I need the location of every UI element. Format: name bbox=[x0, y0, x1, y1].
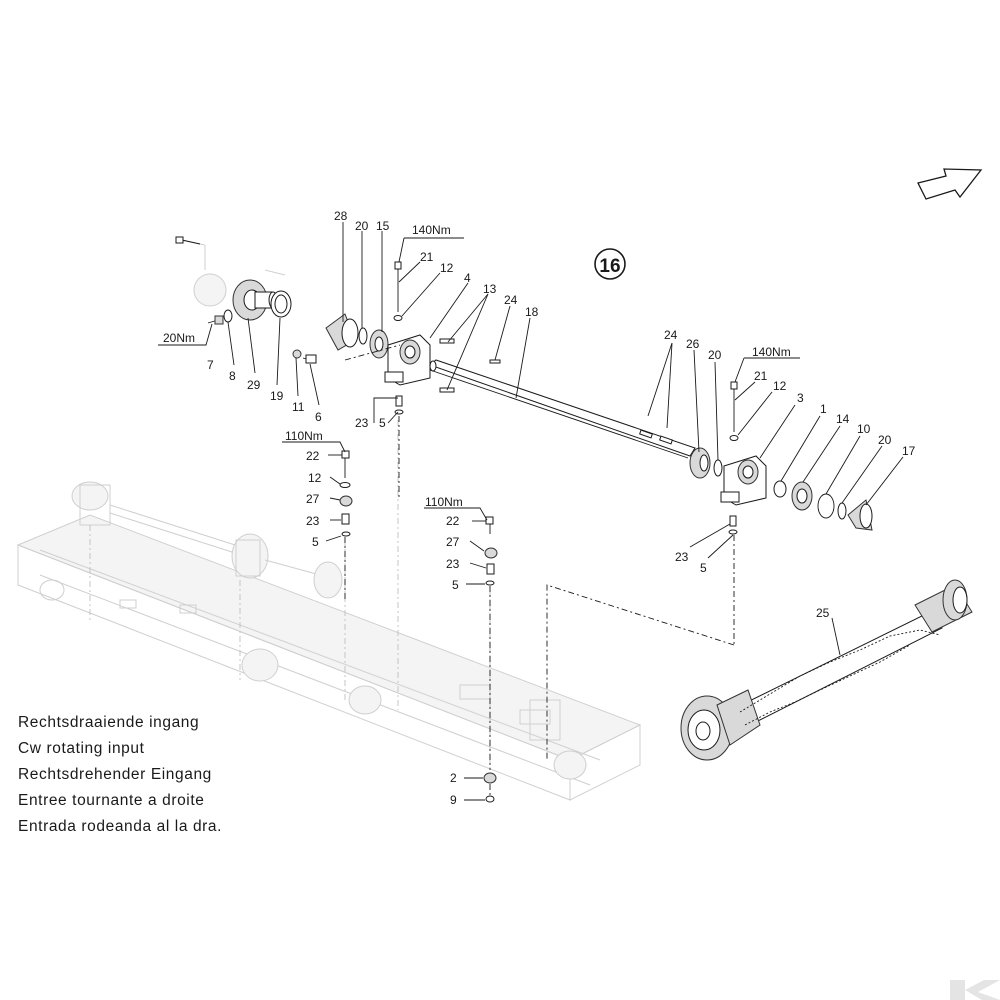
callout-12: 12 bbox=[440, 261, 454, 275]
torque-label: 110Nm bbox=[285, 429, 323, 443]
callout-24: 24 bbox=[664, 328, 678, 342]
svg-text:16: 16 bbox=[599, 256, 620, 277]
callout-7: 7 bbox=[207, 358, 214, 372]
callout-2: 2 bbox=[450, 771, 457, 785]
direction-arrow-icon bbox=[917, 168, 983, 200]
torque-label: 140Nm bbox=[752, 345, 791, 359]
caption-line-spanish: Entrada rodeanda al la dra. bbox=[18, 818, 223, 835]
fastener-stack-left bbox=[339, 450, 353, 537]
callout-12: 12 bbox=[308, 471, 322, 485]
callout-14: 14 bbox=[836, 412, 850, 426]
callout-21: 21 bbox=[420, 250, 434, 264]
callout-24: 24 bbox=[504, 293, 518, 307]
drive-shaft-25 bbox=[680, 579, 973, 761]
callout-leader-lines bbox=[158, 222, 904, 801]
caption-line-dutch: Rechtsdraaiende ingang bbox=[18, 714, 200, 731]
callout-5: 5 bbox=[312, 535, 319, 549]
callout-12: 12 bbox=[773, 379, 787, 393]
caption-line-french: Entree tournante a droite bbox=[18, 792, 205, 809]
callout-28: 28 bbox=[334, 209, 348, 223]
torque-label: 110Nm bbox=[425, 495, 463, 509]
callout-15: 15 bbox=[376, 219, 390, 233]
callout-labels: 28 20 15 140Nm 21 12 4 13 24 18 20Nm 7 8… bbox=[163, 209, 916, 807]
callout-4: 4 bbox=[464, 271, 471, 285]
callout-27: 27 bbox=[306, 492, 320, 506]
callout-27: 27 bbox=[446, 535, 460, 549]
shaft-18 bbox=[429, 359, 696, 459]
callout-19: 19 bbox=[270, 389, 284, 403]
callout-25: 25 bbox=[816, 606, 830, 620]
callout-29: 29 bbox=[247, 378, 261, 392]
callout-3: 3 bbox=[797, 391, 804, 405]
caption-line-english: Cw rotating input bbox=[18, 740, 145, 757]
callout-13: 13 bbox=[483, 282, 497, 296]
callout-23: 23 bbox=[306, 514, 320, 528]
callout-5: 5 bbox=[452, 578, 459, 592]
callout-17: 17 bbox=[902, 444, 916, 458]
callout-11: 11 bbox=[292, 400, 305, 414]
callout-20: 20 bbox=[878, 433, 892, 447]
watermark-logo bbox=[950, 980, 1000, 1000]
callout-23: 23 bbox=[446, 557, 460, 571]
rotation-direction-caption: Rechtsdraaiende ingang Cw rotating input… bbox=[18, 710, 222, 840]
callout-22: 22 bbox=[306, 449, 320, 463]
callout-5: 5 bbox=[379, 416, 386, 430]
callout-26: 26 bbox=[686, 337, 700, 351]
left-input-assembly bbox=[175, 236, 501, 415]
callout-9: 9 bbox=[450, 793, 457, 807]
callout-6: 6 bbox=[315, 410, 322, 424]
assembly-centre-lines bbox=[344, 344, 735, 795]
callout-23: 23 bbox=[675, 550, 689, 564]
section-number-badge: 16 bbox=[594, 248, 626, 280]
background-frame-assembly bbox=[16, 239, 642, 801]
caption-line-german: Rechtsdrehender Eingang bbox=[18, 766, 212, 783]
callout-10: 10 bbox=[857, 422, 871, 436]
torque-label: 20Nm bbox=[163, 331, 195, 345]
callout-22: 22 bbox=[446, 514, 460, 528]
callout-18: 18 bbox=[525, 305, 539, 319]
callout-23: 23 bbox=[355, 416, 369, 430]
callout-21: 21 bbox=[754, 369, 768, 383]
torque-label: 140Nm bbox=[412, 223, 451, 237]
callout-20: 20 bbox=[355, 219, 369, 233]
right-output-assembly bbox=[689, 381, 873, 535]
callout-5: 5 bbox=[700, 561, 707, 575]
callout-20: 20 bbox=[708, 348, 722, 362]
fastener-stack-centre bbox=[483, 516, 498, 803]
callout-8: 8 bbox=[229, 369, 236, 383]
callout-1: 1 bbox=[820, 402, 827, 416]
